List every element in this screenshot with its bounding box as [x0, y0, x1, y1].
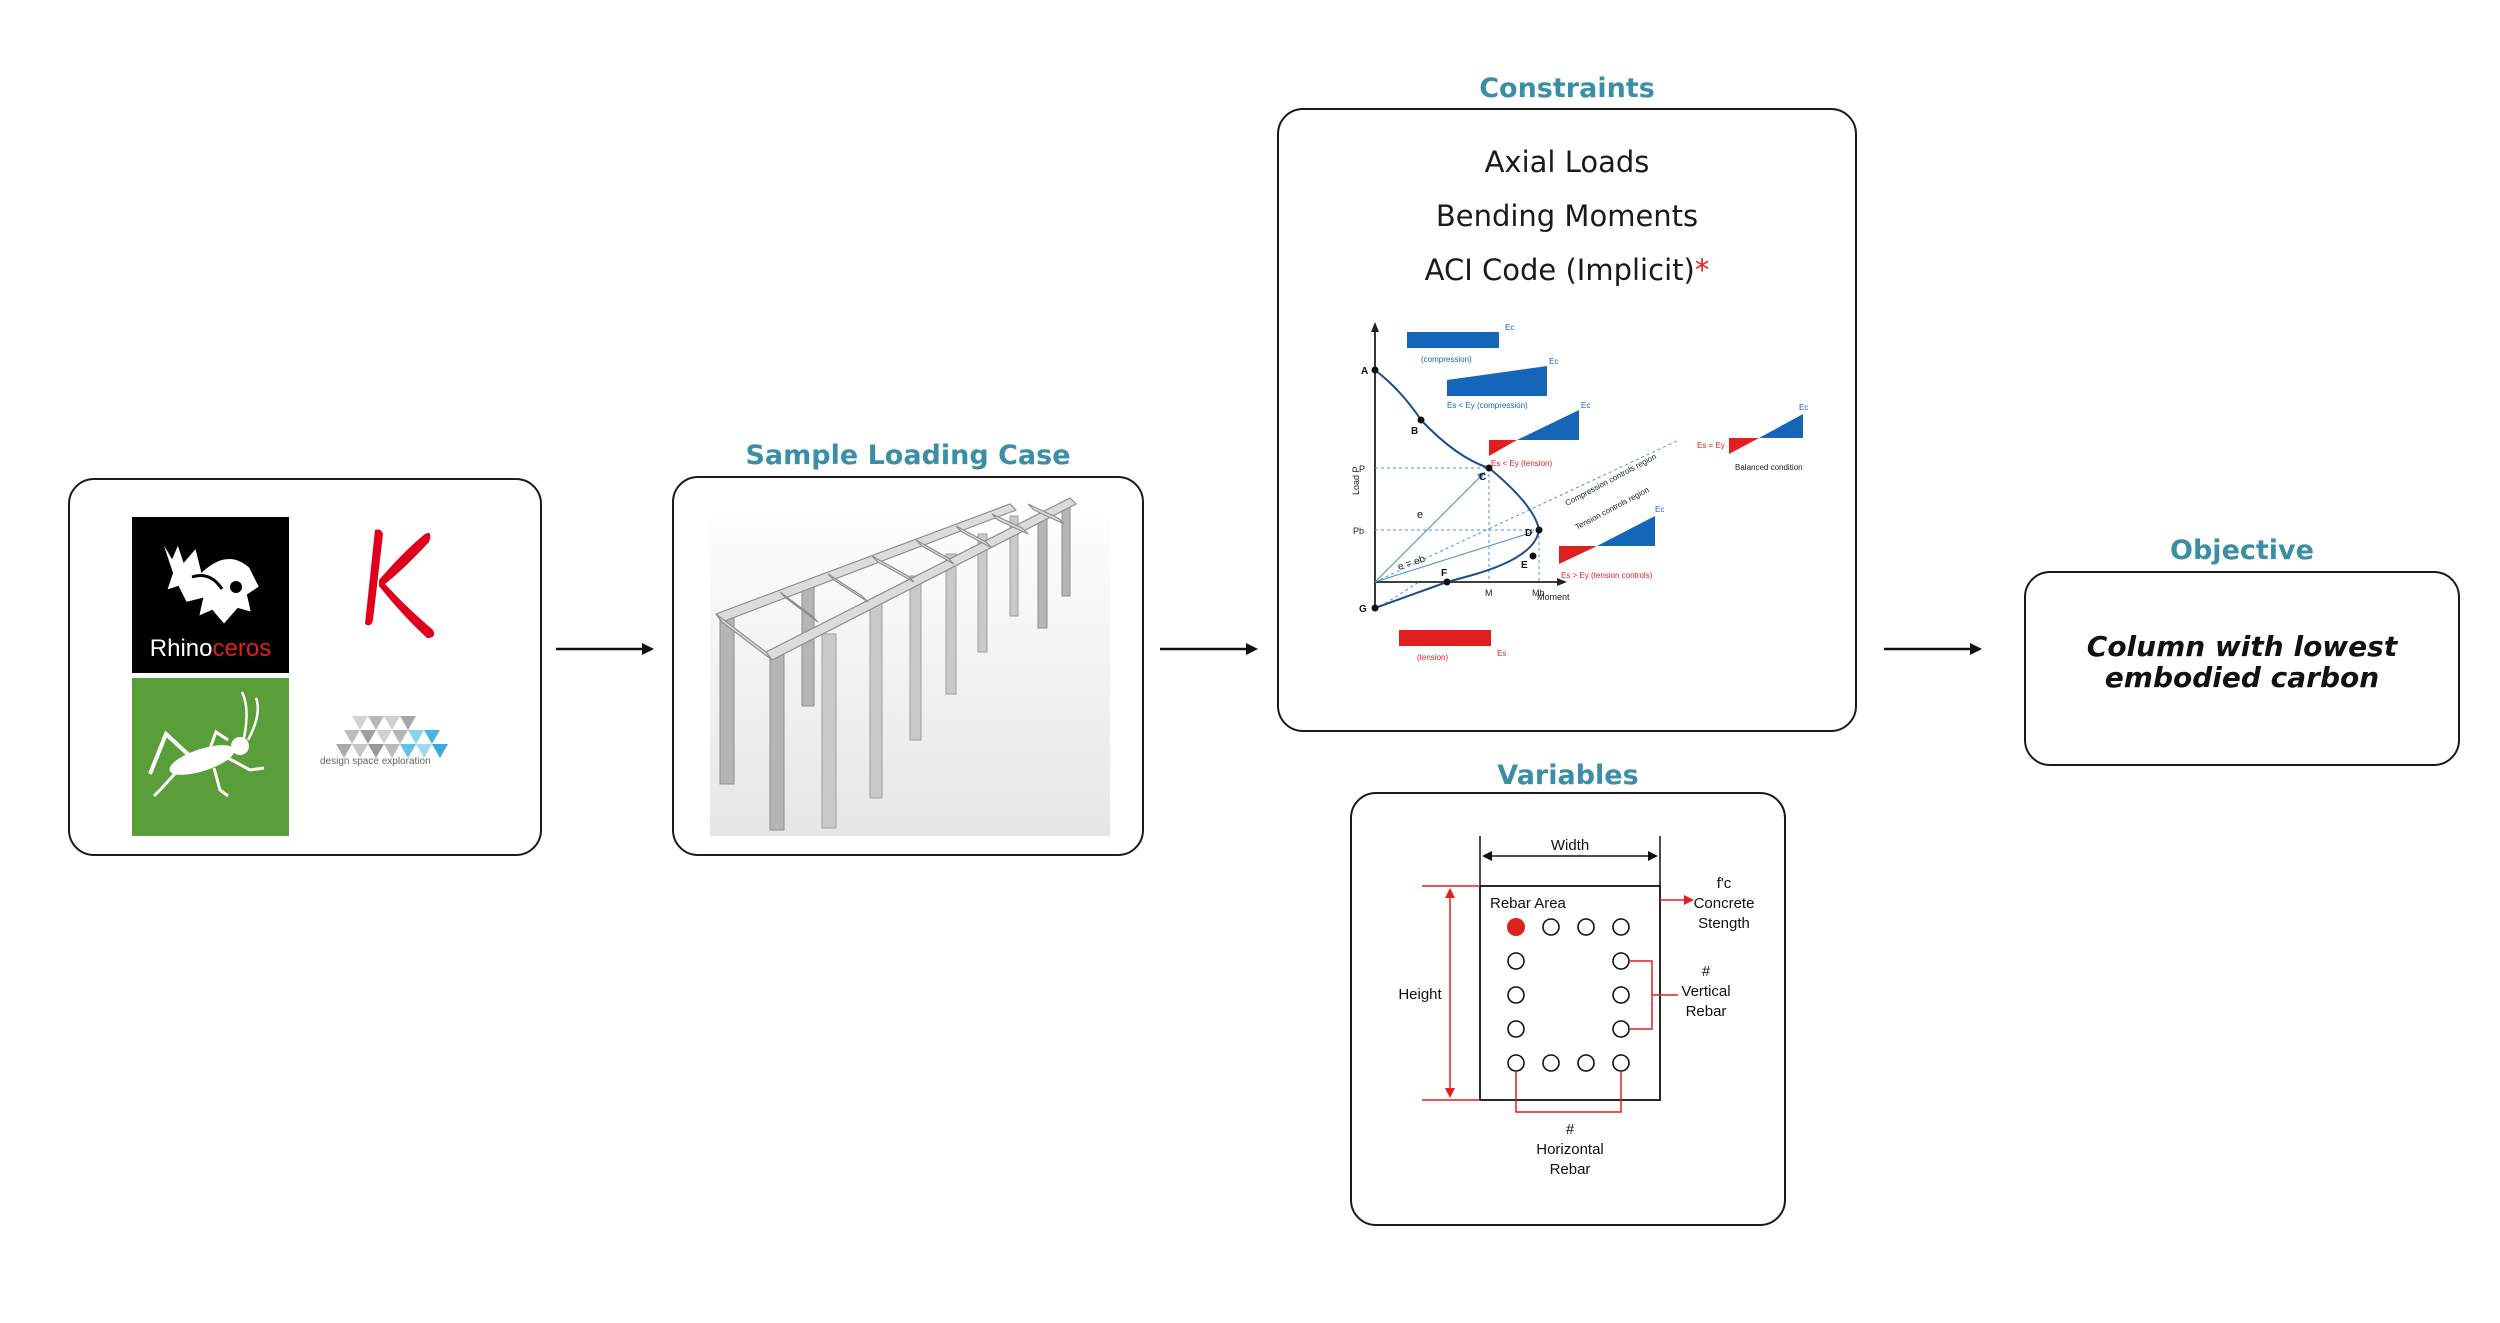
constraint-axial-loads: Axial Loads — [1484, 145, 1650, 179]
tick-p: P — [1359, 464, 1365, 474]
point-e — [1529, 552, 1537, 560]
label-b: B — [1411, 426, 1418, 437]
horizontal-rebar-label: Rebar — [1550, 1161, 1591, 1178]
column-section — [1479, 885, 1661, 1101]
sample-loading-case-heading: Sample Loading Case — [745, 440, 1071, 471]
tick-pb: Pb — [1353, 526, 1364, 536]
e-label: e — [1417, 509, 1423, 521]
interaction-curve — [1374, 369, 1541, 609]
point-d — [1535, 526, 1543, 534]
strain-block-balanced-ec: Ec — [1799, 403, 1808, 412]
strain-block-e-blue — [1597, 516, 1655, 546]
es-eq-ey-label: Es = Ey — [1697, 441, 1725, 450]
fc-label: f'c — [1717, 875, 1732, 892]
vertical-rebar-label: Rebar — [1686, 1003, 1727, 1020]
column-section-diagram: Width Height Rebar Area — [1398, 836, 1755, 1178]
tension-block-es: Es — [1497, 649, 1506, 658]
compression-block-ec: Ec — [1505, 323, 1514, 332]
width-label: Width — [1551, 837, 1589, 854]
point-g — [1371, 604, 1379, 612]
point-f — [1443, 578, 1451, 586]
tick-m: M — [1485, 588, 1493, 598]
strain-block-e-red — [1559, 546, 1597, 564]
tick-mb: Mb — [1532, 588, 1545, 598]
objective-box: Column with lowest embodied carbon — [2024, 571, 2460, 766]
grasshopper-icon — [148, 691, 265, 798]
aci-code-label: ACI Code (Implicit) — [1424, 253, 1695, 287]
label-g: G — [1359, 604, 1367, 615]
strain-block-b-ec: Ec — [1549, 357, 1558, 366]
point-b — [1417, 416, 1425, 424]
dse-logo: design space exploration — [320, 698, 470, 818]
x-axis-label: Moment — [1537, 592, 1570, 602]
concrete-label: Concrete — [1694, 895, 1755, 912]
grasshopper-logo — [132, 678, 289, 836]
horizontal-hash: # — [1566, 1121, 1575, 1138]
strain-block-c-red — [1489, 440, 1517, 456]
rhino-logo: Rhinoceros — [132, 517, 289, 673]
constraints-heading: Constraints — [1479, 73, 1655, 104]
label-f: F — [1441, 568, 1447, 579]
strength-label: Stength — [1698, 915, 1750, 932]
variables-heading: Variables — [1497, 760, 1639, 791]
compression-region-label: Compression controls region — [1564, 452, 1658, 508]
rhino-icon — [159, 536, 262, 627]
strain-block-balanced-red — [1729, 438, 1759, 454]
strain-block-c-ec: Ec — [1581, 401, 1590, 410]
vertical-label: Vertical — [1681, 983, 1730, 1000]
balanced-condition-label: Balanced condition — [1735, 463, 1803, 472]
es-lt-ey-compression: Es < Ey (compression) — [1447, 401, 1528, 410]
compression-block — [1407, 332, 1499, 348]
objective-line-2: embodied carbon — [2104, 661, 2380, 694]
strain-block-balanced-blue — [1759, 414, 1803, 438]
sample-loading-case-box — [672, 476, 1144, 856]
label-e: E — [1521, 560, 1528, 571]
strain-block-b — [1447, 366, 1547, 396]
tension-label: (tension) — [1417, 653, 1448, 662]
constraint-aci-code: ACI Code (Implicit)* — [1279, 253, 1855, 287]
strain-block-c-blue — [1517, 410, 1579, 440]
tension-block — [1399, 630, 1491, 646]
height-label: Height — [1398, 986, 1442, 1003]
flow-arrow-2 — [1160, 643, 1258, 655]
es-lt-ey-tension: Es < Ey (tension) — [1491, 459, 1552, 468]
point-a — [1371, 366, 1379, 374]
label-d: D — [1525, 528, 1532, 539]
y-axis-label: Load P — [1351, 466, 1361, 495]
dse-logo-text: design space exploration — [320, 756, 431, 767]
objective-line-1: Column with lowest — [2086, 630, 2398, 663]
vertical-hash: # — [1702, 963, 1711, 980]
karamba-logo-icon — [365, 529, 435, 638]
flow-arrow-1 — [556, 643, 654, 655]
constraints-box: Axial Loads Bending Moments ACI Code (Im… — [1277, 108, 1857, 732]
compression-label: (compression) — [1421, 355, 1472, 364]
es-gt-ey-tension-controls: Es > Ey (tension controls) — [1561, 571, 1653, 580]
rhino-logo-text: Rhinoceros — [149, 635, 272, 662]
rebar-area-label: Rebar Area — [1490, 895, 1567, 912]
label-a: A — [1361, 366, 1368, 377]
dse-triangles-icon — [336, 716, 448, 758]
objective-heading: Objective — [2170, 535, 2314, 566]
tools-box: Rhinoceros — [68, 478, 542, 856]
strain-block-e-ec: Ec — [1655, 505, 1664, 514]
interaction-diagram: Load P Moment e e = eb — [1351, 322, 1808, 662]
frame-structure-illustration — [710, 496, 1110, 836]
variables-box: Width Height Rebar Area — [1350, 792, 1786, 1226]
selected-rebar-marker — [1507, 918, 1525, 936]
label-c: C — [1479, 472, 1486, 483]
constraint-bending-moments: Bending Moments — [1435, 199, 1699, 233]
flow-arrow-3 — [1884, 643, 1982, 655]
horizontal-label: Horizontal — [1536, 1141, 1604, 1158]
asterisk-mark: * — [1694, 253, 1710, 287]
point-c — [1485, 464, 1493, 472]
